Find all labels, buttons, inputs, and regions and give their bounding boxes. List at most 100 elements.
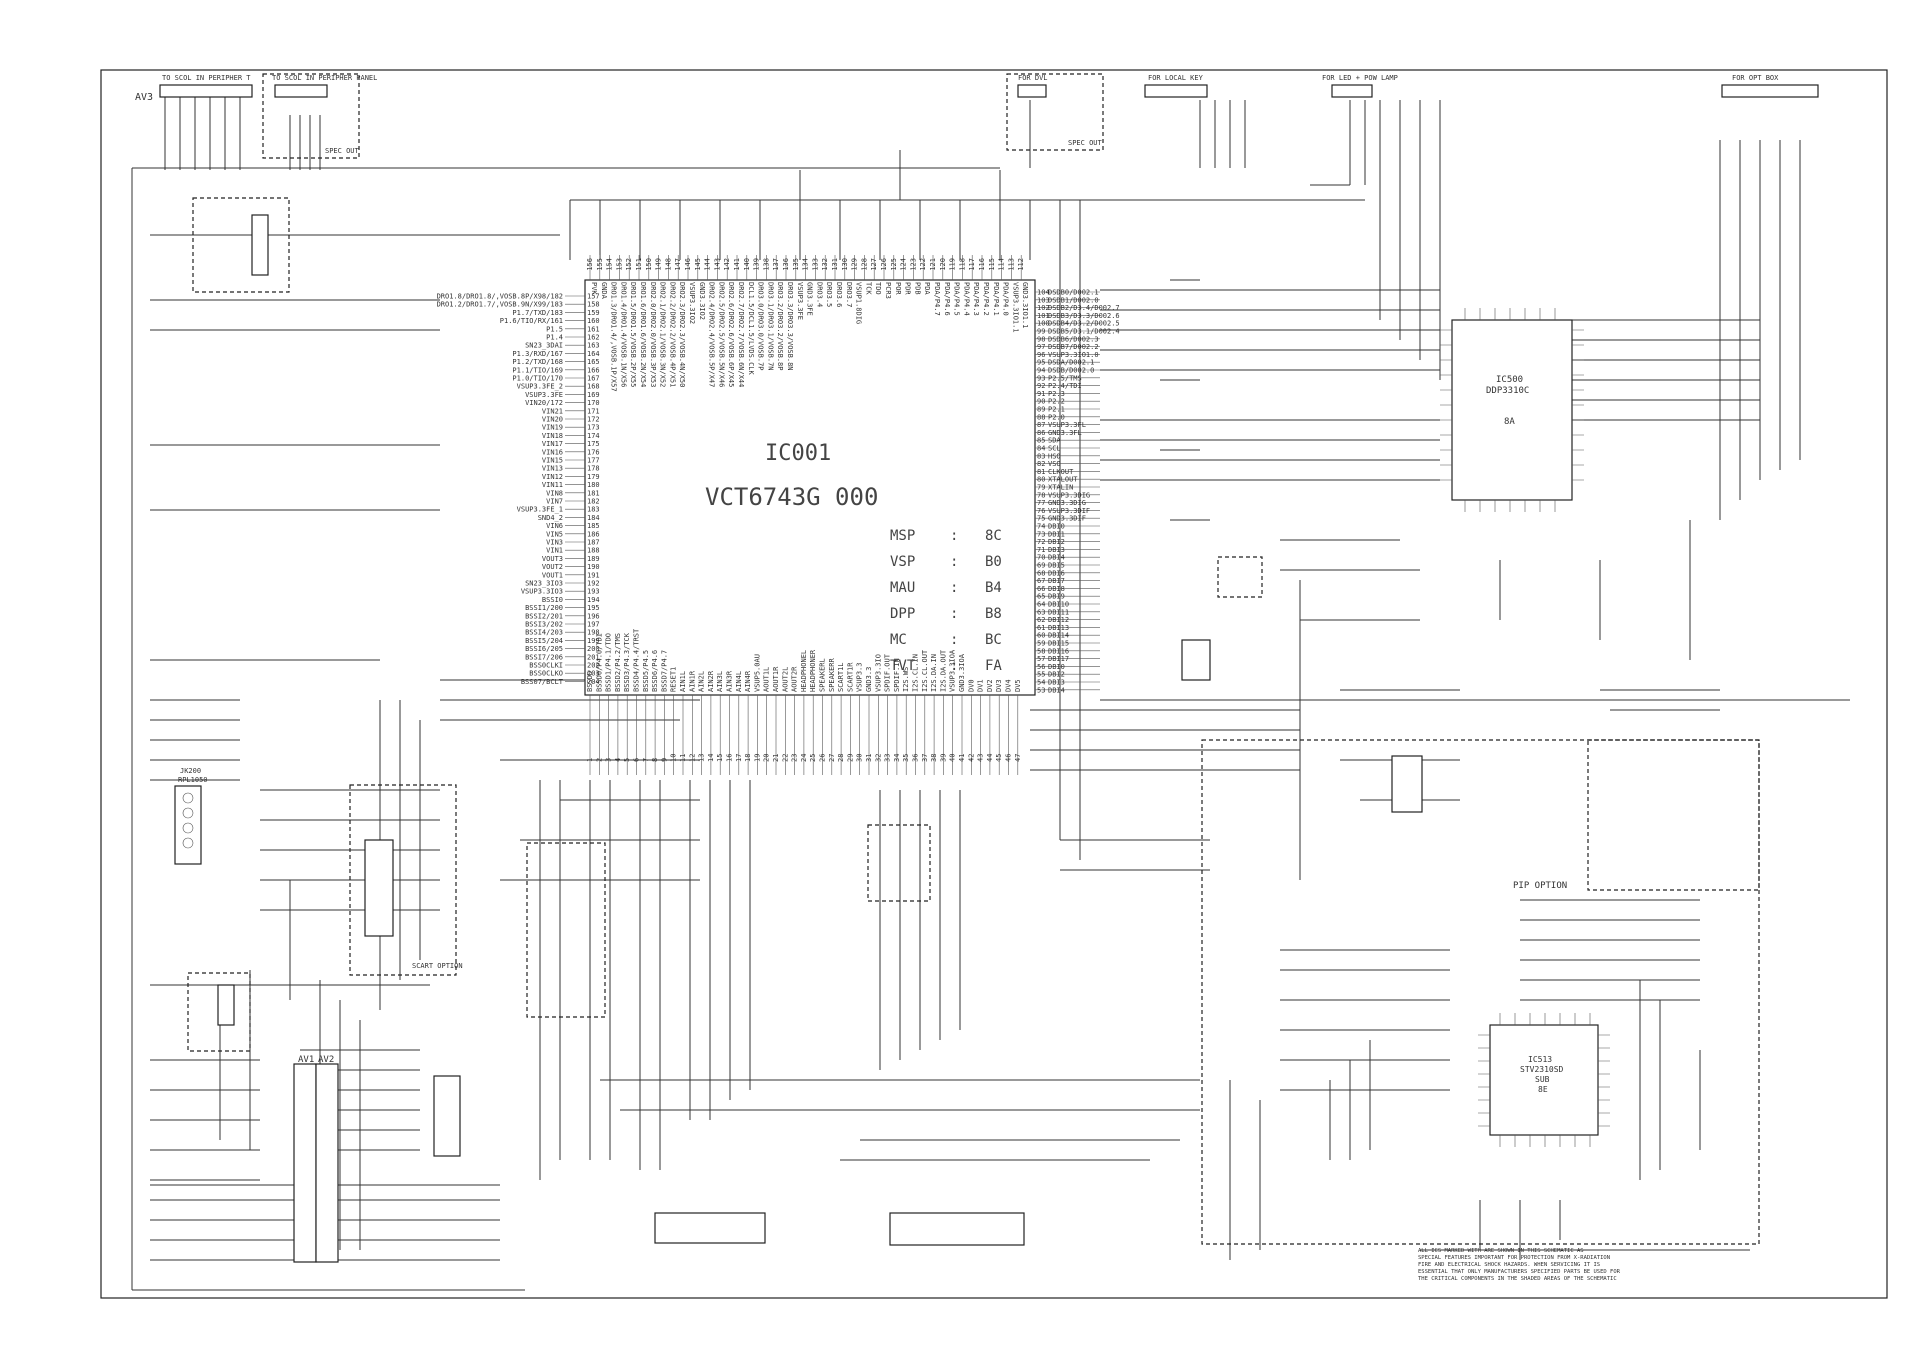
pin-label: PDB (913, 282, 921, 295)
version-key: MC (890, 632, 907, 648)
pin-label: GND3.3IOA (958, 653, 966, 692)
version-sep: : (950, 606, 958, 622)
av3-label: AV3 (135, 92, 153, 103)
pin-label: VSUP3.3FE_2 (517, 383, 563, 391)
pin-number: 163 (587, 342, 600, 350)
pin-label: DBI9 (1048, 593, 1065, 601)
pin-number: 29 (846, 754, 854, 762)
pin-number: 75 (1037, 515, 1045, 523)
pin-label: VSUP3.3IO2 (688, 282, 696, 324)
pin-label: SN23_3IO3 (525, 580, 563, 588)
pin-number: 190 (587, 563, 600, 571)
version-sep: : (950, 554, 958, 570)
pin-label: VSO (1048, 460, 1061, 468)
pin-number: 5 (623, 758, 631, 762)
main-ic-body (584, 279, 1036, 696)
ic-av-opt (217, 984, 235, 1026)
pin-label: VIN15 (542, 457, 563, 465)
pin-label: DRO1.4/DRO1.4/VOSB.1N/X56 (619, 282, 627, 387)
pin-label: BSSD2/P4.2/TMS (614, 633, 622, 692)
pin-number: 9 (660, 758, 668, 762)
pin-number: 37 (921, 754, 929, 762)
pin-label: DRO1.8/DRO1.8/,VOSB.8P/X98/182 (437, 293, 563, 301)
pin-number: 156 (586, 258, 594, 271)
pin-label: VSUP3.3DIF (1048, 507, 1090, 515)
pin-number: 118 (958, 258, 966, 271)
pin-number: 78 (1037, 491, 1045, 499)
pin-number: 115 (988, 258, 996, 271)
pin-label: DBI6 (1048, 569, 1065, 577)
pin-number: 80 (1037, 476, 1045, 484)
pin-label: GND3.3DIF (1048, 515, 1086, 523)
pin-label: DSDB7/D002.2 (1048, 343, 1099, 351)
tuner-opt-region (526, 842, 606, 1018)
main-ic-right-pins: 104DSDB0/D002.1103DSDB1/D002.0102DSDB2/D… (1035, 289, 1120, 694)
pin-number: 60 (1037, 632, 1045, 640)
pin-number: 193 (587, 588, 600, 596)
pin-number: 63 (1037, 608, 1045, 616)
pin-number: 6 (633, 758, 641, 762)
bottom-connector-left (654, 1212, 766, 1244)
pin-label: DCL1.5/DCL1.5/LVDS.CLK (747, 282, 755, 376)
deflection-ic-ref: IC500 (1496, 375, 1523, 385)
pin-label: VSUP3.3FE (525, 391, 563, 399)
pin-label: VOUT1 (542, 571, 563, 579)
pin-label: VIN17 (542, 440, 563, 448)
pin-label: DV0 (967, 679, 975, 692)
pin-number: 197 (587, 621, 600, 629)
pin-number: 129 (851, 258, 859, 271)
scart-side-connector (433, 1075, 461, 1157)
pin-label: DBI1 (1048, 530, 1065, 538)
pin-number: 189 (587, 555, 600, 563)
pin-label: AIN2L (698, 671, 706, 692)
pin-number: 101 (1037, 312, 1050, 320)
ic-scart-switch (364, 839, 394, 937)
footnote-line: FIRE AND ELECTRICAL SHOCK HAZARDS. WHEN … (1418, 1262, 1600, 1268)
pin-label: VSUP3.3DIG (1048, 491, 1090, 499)
pin-label: SCART1R (846, 662, 854, 692)
pin-number: 168 (587, 383, 600, 391)
connector-top-left-label: TO SCOL IN PERIPHER T (162, 74, 251, 82)
pin-label: DRO2.7/DRO2.7/VOSB.6N/X44 (737, 282, 745, 387)
pip-ic-ref: IC513 (1528, 1055, 1552, 1064)
ic-eeprom (1181, 639, 1211, 681)
pin-label: BSSI4/203 (525, 629, 563, 637)
pin-label: DRO3.0/DRO3.0/VOSB.7P (757, 282, 765, 371)
pin-number: 28 (837, 754, 845, 762)
pin-number: 131 (831, 258, 839, 271)
pin-number: 173 (587, 424, 600, 432)
pin-label: DRO2.3/DRO2.3/VOSB.4N/X50 (678, 282, 686, 387)
pin-number: 33 (884, 754, 892, 762)
pin-number: 121 (929, 258, 937, 271)
pin-number: 194 (587, 596, 600, 604)
footnote-line: ESSENTIAL THAT ONLY MANUFACTURERS SPECIF… (1418, 1269, 1621, 1275)
pin-number: 96 (1037, 351, 1045, 359)
pin-number: 4 (614, 758, 622, 762)
pin-label: BSSD1/P4.1/TDO (605, 633, 613, 692)
pin-number: 81 (1037, 468, 1045, 476)
pin-number: 46 (1005, 754, 1013, 762)
pin-label: DRO3.5 (825, 282, 833, 307)
tuner-disc-region (1217, 556, 1263, 598)
pin-number: 53 (1037, 686, 1045, 694)
footnote-line: ALL ICS MARKED WITH ARE SHOWN IN THIS SC… (1418, 1248, 1584, 1254)
pin-number: 127 (870, 258, 878, 271)
version-sep: : (950, 580, 958, 596)
pin-label: BSSD7/P4.7 (660, 650, 668, 692)
pin-number: 64 (1037, 601, 1045, 609)
ic-reset (1391, 755, 1423, 813)
pin-label: DBI12 (1048, 616, 1069, 624)
pin-label: P2.3 (1048, 390, 1065, 398)
pin-number: 152 (625, 258, 633, 271)
pin-number: 93 (1037, 374, 1045, 382)
pin-number: 104 (1037, 289, 1050, 297)
pin-label: POR (894, 282, 902, 295)
pin-label: VIN13 (542, 465, 563, 473)
pin-label: VIN3 (546, 539, 563, 547)
pin-number: 146 (684, 258, 692, 271)
pin-label: DBI5 (1048, 562, 1065, 570)
pin-number: 154 (606, 258, 614, 271)
main-ic-ref: IC001 (765, 441, 831, 466)
pip-option-label: PIP OPTION (1513, 881, 1567, 891)
pin-number: 130 (841, 258, 849, 271)
